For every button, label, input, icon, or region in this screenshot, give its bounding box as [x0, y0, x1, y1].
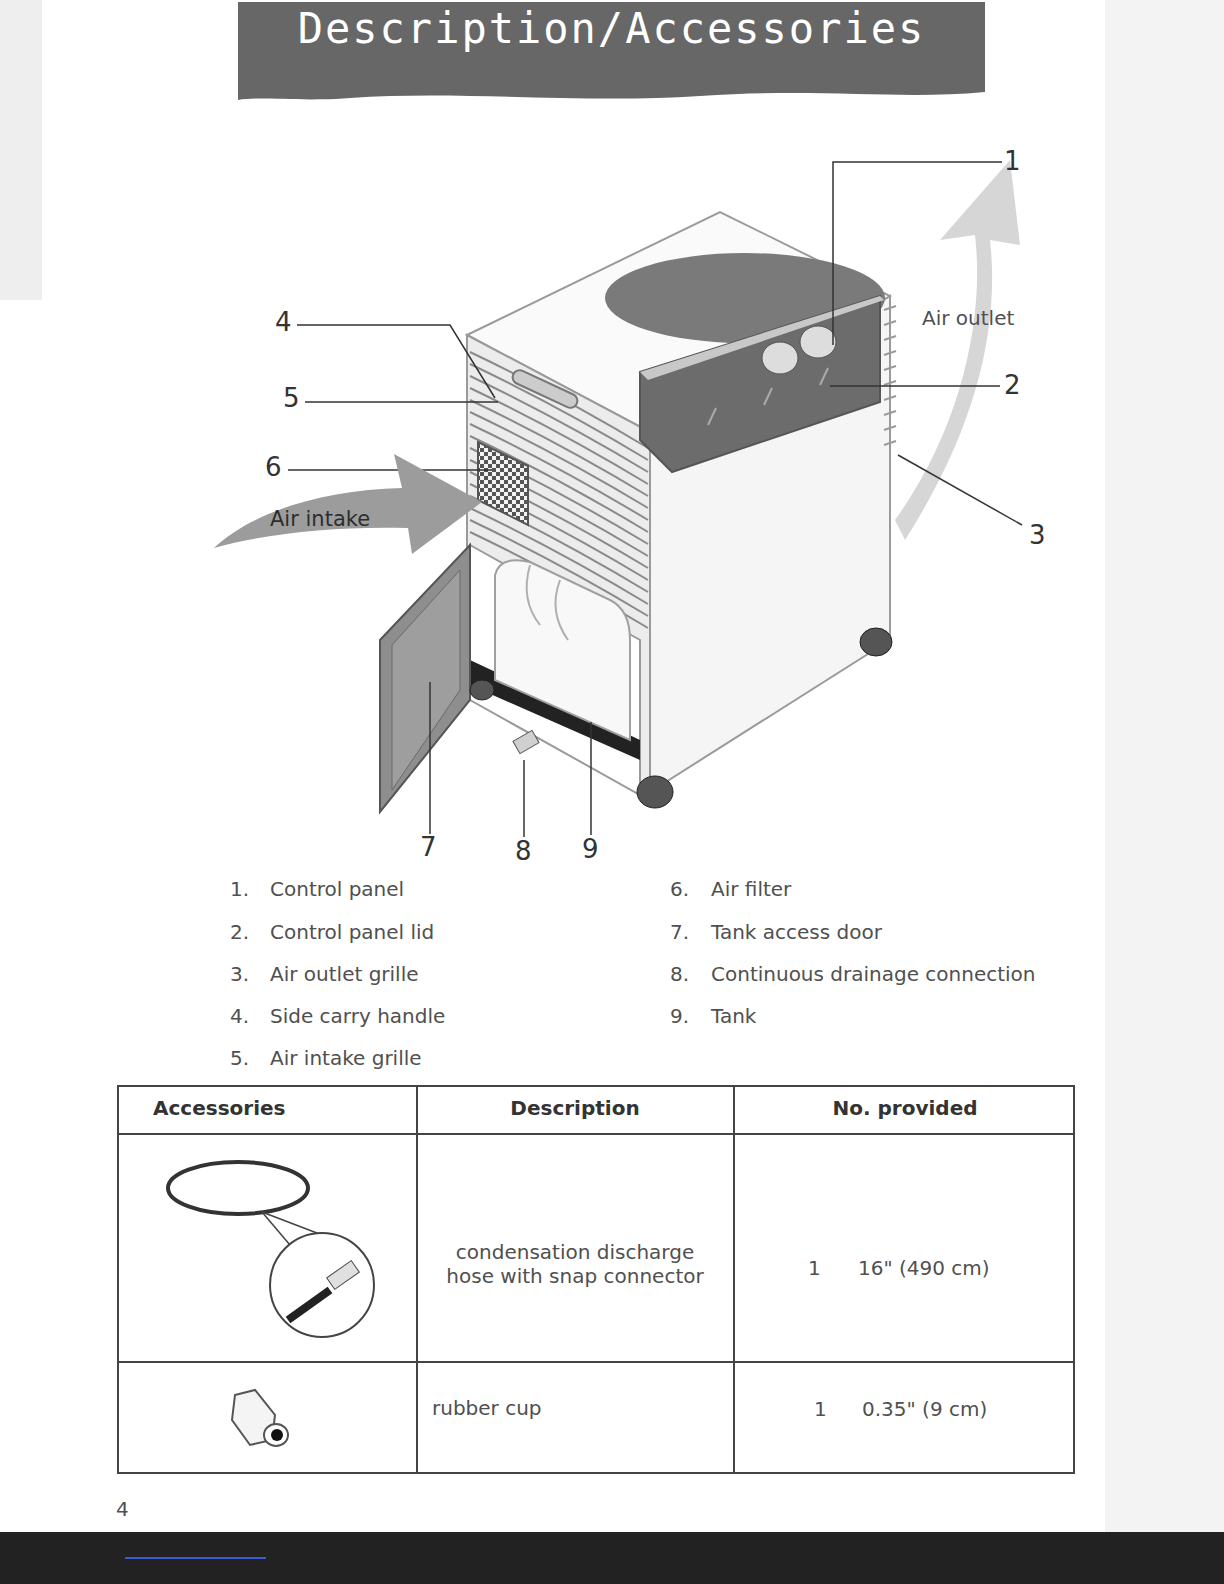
callout-number: 9: [582, 834, 599, 865]
table-header: No. provided: [832, 1096, 977, 1120]
callout-number: 8: [515, 836, 532, 867]
table-cell: 1: [814, 1397, 827, 1421]
intake-arrow: [212, 452, 484, 556]
title-banner: Description/Accessories: [238, 2, 985, 94]
table-cell: condensation discharge hose with snap co…: [430, 1240, 720, 1288]
list-number: 8.: [670, 962, 689, 986]
page-number: 4: [116, 1497, 129, 1521]
callout-number: 6: [265, 452, 282, 483]
table-cell: 16" (490 cm): [858, 1256, 990, 1280]
callout-number: 3: [1029, 520, 1046, 551]
part-name: Air filter: [711, 877, 791, 901]
list-number: 9.: [670, 1004, 689, 1028]
arrow-label: Air intake: [270, 507, 370, 531]
table-header: Accessories: [153, 1096, 286, 1120]
table-cell: rubber cup: [432, 1396, 542, 1420]
part-name: Control panel: [270, 877, 404, 901]
page-title: Description/Accessories: [238, 4, 985, 53]
callout-number: 1: [1004, 146, 1021, 177]
part-name: Side carry handle: [270, 1004, 445, 1028]
table-header: Description: [510, 1096, 639, 1120]
callout-number: 4: [275, 307, 292, 338]
callout-number: 7: [420, 832, 437, 863]
part-name: Tank: [711, 1004, 756, 1028]
list-number: 4.: [230, 1004, 249, 1028]
list-number: 6.: [670, 877, 689, 901]
list-number: 1.: [230, 877, 249, 901]
part-name: Control panel lid: [270, 920, 434, 944]
table-cell: 0.35" (9 cm): [862, 1397, 987, 1421]
part-name: Air intake grille: [270, 1046, 422, 1070]
list-number: 3.: [230, 962, 249, 986]
callout-number: 2: [1004, 370, 1021, 401]
part-name: Tank access door: [711, 920, 882, 944]
flow-label: Air outlet: [922, 306, 1014, 330]
table-cell: 1: [808, 1256, 821, 1280]
part-name: Air outlet grille: [270, 962, 419, 986]
callout-number: 5: [283, 383, 300, 414]
list-number: 2.: [230, 920, 249, 944]
list-number: 7.: [670, 920, 689, 944]
part-name: Continuous drainage connection: [711, 962, 1036, 986]
arrow-shape: Air intake: [212, 452, 484, 556]
list-number: 5.: [230, 1046, 249, 1070]
